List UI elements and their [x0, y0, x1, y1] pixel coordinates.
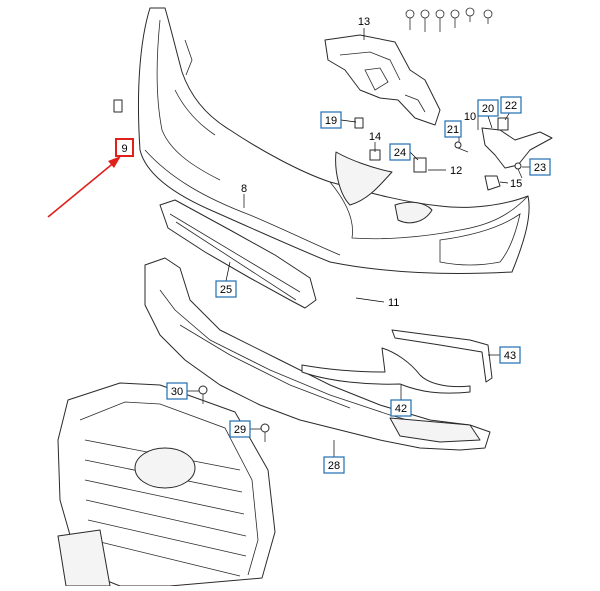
side-mount-brackets — [113, 99, 553, 191]
label-9: 9 — [121, 143, 127, 155]
highlight-arrow — [47, 156, 121, 218]
callout-43[interactable]: 43 — [499, 346, 521, 364]
fastener-screws — [198, 385, 270, 442]
label-25: 25 — [220, 284, 232, 296]
label-11: 11 — [388, 297, 399, 309]
bumper-reinforcement — [159, 199, 317, 309]
screw-set — [405, 7, 493, 32]
label-43: 43 — [504, 350, 516, 362]
label-42: 42 — [395, 403, 407, 415]
label-8: 8 — [241, 183, 247, 195]
callout-21[interactable]: 21 — [444, 120, 462, 138]
side-bracket — [324, 34, 441, 126]
callout-28[interactable]: 28 — [323, 456, 345, 474]
callout-25[interactable]: 25 — [215, 280, 237, 298]
callout-23[interactable]: 23 — [529, 158, 551, 176]
label-22: 22 — [505, 100, 517, 112]
label-19: 19 — [325, 115, 337, 127]
trim-strips — [301, 329, 493, 394]
label-14: 14 — [369, 131, 381, 143]
label-23: 23 — [534, 162, 546, 174]
label-28: 28 — [328, 460, 340, 472]
callout-29[interactable]: 29 — [229, 420, 251, 438]
label-29: 29 — [234, 424, 246, 436]
radiator-grille — [57, 382, 276, 587]
label-30: 30 — [171, 386, 183, 398]
callout-9-highlighted[interactable]: 9 — [115, 138, 134, 157]
callout-24[interactable]: 24 — [389, 143, 411, 161]
bumper-cover — [137, 7, 530, 275]
label-24: 24 — [394, 147, 406, 159]
label-15: 15 — [510, 178, 522, 190]
label-21: 21 — [447, 124, 459, 136]
label-10: 10 — [464, 111, 476, 123]
label-20: 20 — [482, 103, 494, 115]
lower-grille-frame — [144, 257, 491, 451]
callout-19[interactable]: 19 — [320, 111, 342, 129]
label-13: 13 — [358, 16, 370, 28]
part-labels: 13 14 10 12 15 8 11 — [241, 16, 522, 309]
callout-30[interactable]: 30 — [166, 382, 188, 400]
label-12: 12 — [450, 165, 462, 177]
callout-22[interactable]: 22 — [500, 96, 522, 114]
callout-42[interactable]: 42 — [390, 399, 412, 417]
callout-20[interactable]: 20 — [477, 99, 499, 117]
boxed-callouts: 19 24 21 20 22 23 25 43 — [115, 96, 551, 474]
